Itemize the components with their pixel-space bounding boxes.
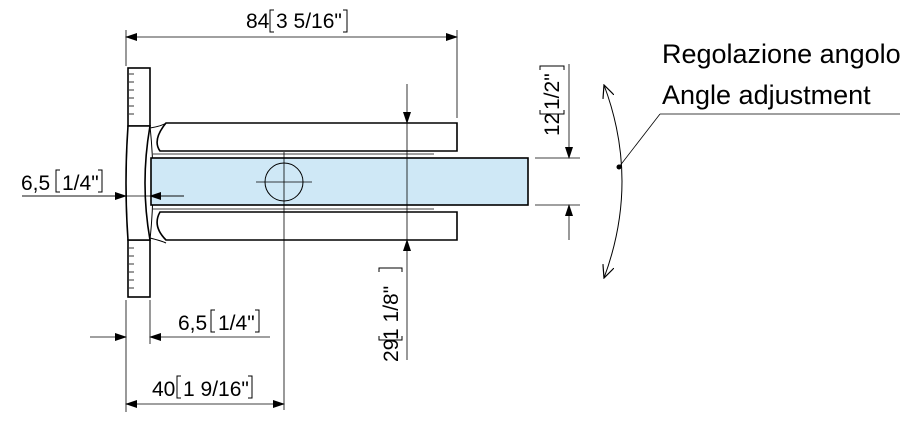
bolt-hole [256,152,312,410]
dim-glass-thickness: 12 1/2" [535,64,580,240]
annotation-italian: Regolazione angolo [662,39,901,69]
clamp-upper-jaw [156,122,458,152]
annotation-english: Angle adjustment [662,80,871,110]
dim-hole-imperial: 1 9/16" [183,378,249,401]
dim-clamp-imperial: 1 1/8" [380,286,403,340]
dim-overall-imperial: 3 5/16" [276,10,342,33]
dim-hole-value: 40 [152,378,175,401]
dim-glass-value: 12 [541,113,564,136]
dim-overall-length: 84 3 5/16" [125,9,458,118]
dim-wall-plate-left: 6,5 1/4" [21,169,184,200]
dim-left-value: 6,5 [21,172,50,195]
dim-hole-offset: 40 1 9/16" [125,375,285,408]
dim-clamp-height: 29 1 1/8" [378,84,411,362]
glass-panel [150,157,529,206]
dim-wall-plate-bottom: 6,5 1/4" [90,300,270,412]
gaskets [153,153,434,210]
dim-clamp-value: 29 [380,339,403,362]
dim-glass-imperial: 1/2" [541,73,564,110]
angle-adjustment-arc [604,85,900,278]
dim-bottom-value: 6,5 [178,312,207,335]
dim-bottom-imperial: 1/4" [218,312,255,335]
ball-joint [125,122,167,244]
dim-left-imperial: 1/4" [62,172,99,195]
clamp-lower-jaw [156,211,458,241]
wall-plate [127,67,151,298]
dim-overall-value: 84 [246,10,270,33]
